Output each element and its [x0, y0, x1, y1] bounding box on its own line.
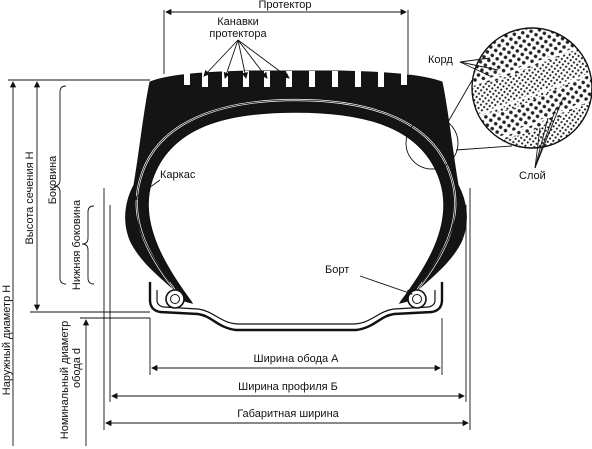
height-dimensions — [8, 79, 150, 446]
rim-width-dimension — [149, 318, 443, 375]
carcass-layer — [135, 98, 457, 304]
label-overall-width: Габаритная ширина — [237, 408, 339, 420]
tread-grooves — [184, 71, 407, 87]
text-labels: Протектор Канавки протектора Корд Слой К… — [1, 0, 546, 439]
label-sidewall: Боковина — [47, 155, 59, 204]
label-section-height: Высота сечения Н — [24, 151, 36, 244]
label-profile-width: Ширина профиля Б — [238, 381, 338, 393]
label-cord: Корд — [428, 54, 453, 66]
label-grooves-line1: Канавки — [217, 16, 259, 28]
label-outer-diameter: Наружный диаметр Н — [1, 285, 13, 395]
label-rim-diameter-line1: Номинальный диаметр — [59, 321, 71, 439]
overall-width-dimension — [103, 188, 471, 430]
leader-lines — [131, 39, 564, 296]
bead-wires — [165, 289, 427, 309]
label-grooves-line2: протектора — [209, 28, 267, 40]
label-rim-width: Ширина обода А — [254, 353, 340, 365]
label-layer: Слой — [519, 170, 546, 182]
label-bead: Борт — [325, 264, 349, 276]
label-lower-sidewall: Нижняя боковина — [71, 199, 83, 290]
label-carcass: Каркас — [160, 169, 196, 181]
rim — [148, 282, 444, 332]
protector-dimension — [163, 8, 409, 74]
profile-width-dimension — [109, 205, 467, 402]
label-rim-diameter-line2: обода d — [71, 348, 83, 388]
label-protector: Протектор — [258, 0, 311, 11]
